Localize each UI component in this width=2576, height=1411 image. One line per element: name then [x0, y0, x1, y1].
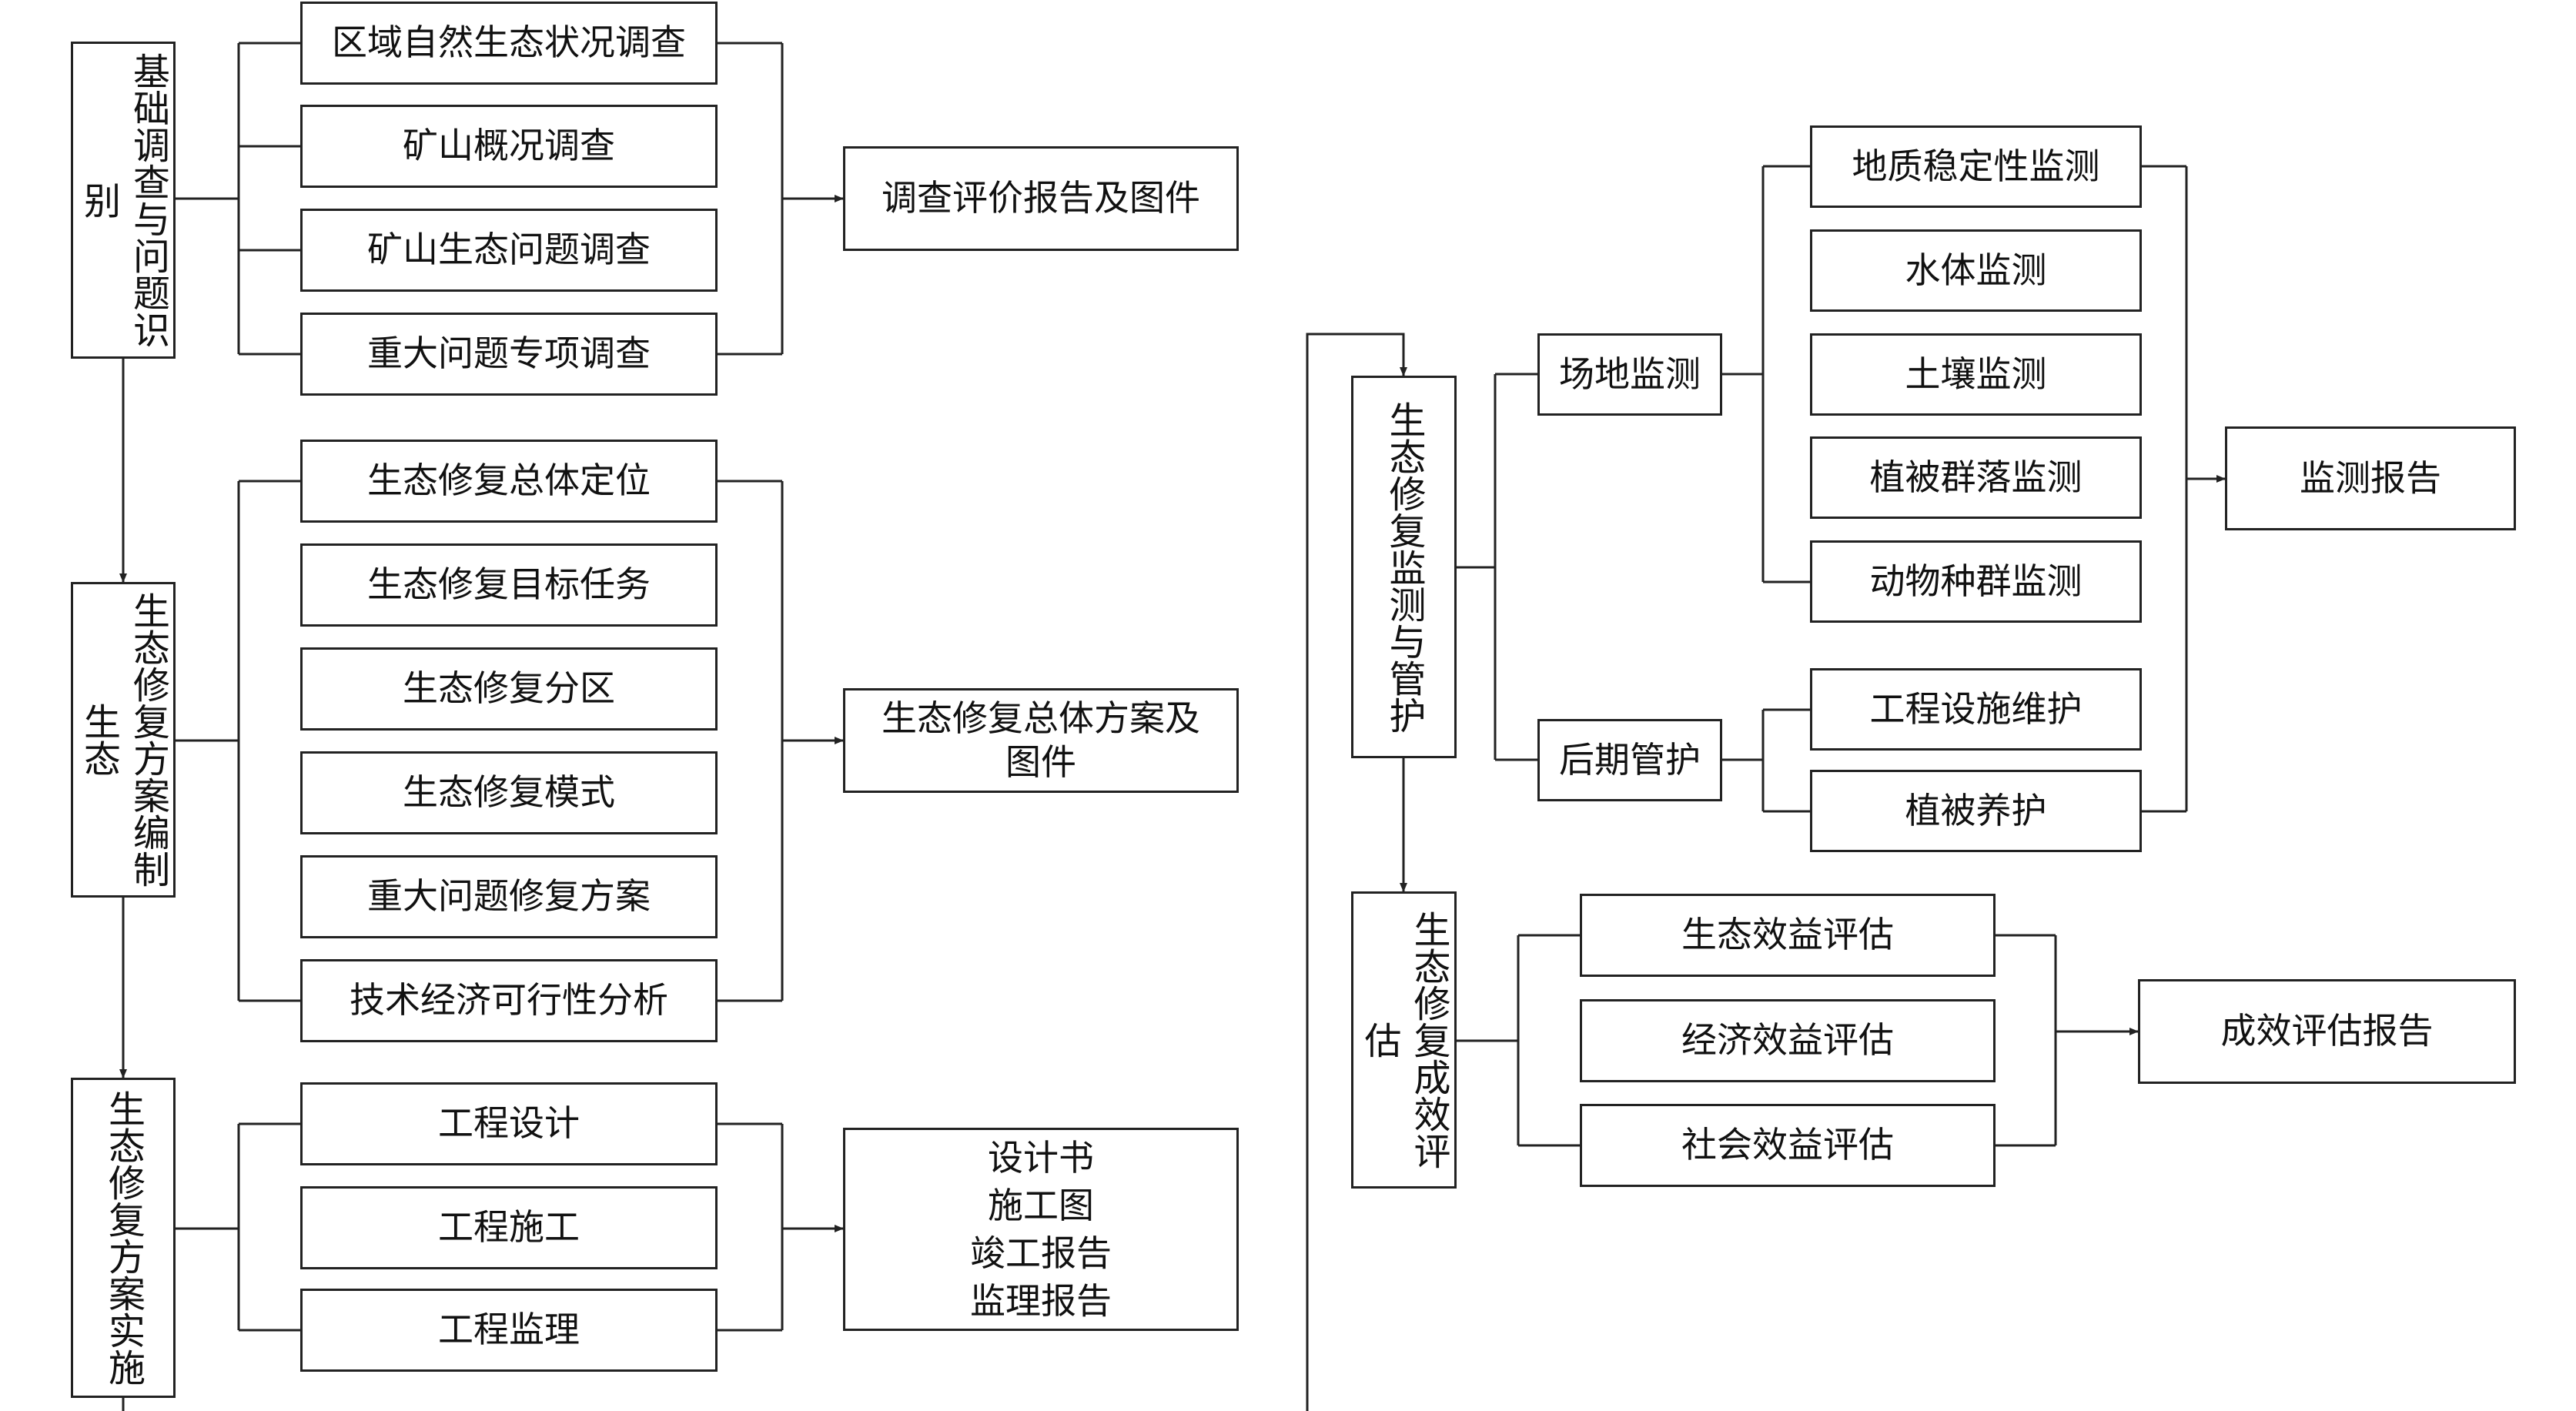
plan-item-6: 技术经济可行性分析 [300, 959, 718, 1042]
stage-monitor-care: 生态修复监测与管护 [1351, 376, 1457, 758]
evaluate-item-3: 社会效益评估 [1580, 1104, 1996, 1187]
basic-item-2: 矿山概况调查 [300, 105, 718, 188]
site-item-3: 土壤监测 [1810, 333, 2142, 416]
implement-item-2: 工程施工 [300, 1186, 718, 1269]
monitor-sub-care: 后期管护 [1537, 719, 1722, 801]
implement-item-1: 工程设计 [300, 1082, 718, 1165]
stage-evaluate: 生态修复成效评估 [1351, 891, 1457, 1189]
basic-output: 调查评价报告及图件 [843, 146, 1239, 251]
basic-item-4: 重大问题专项调查 [300, 313, 718, 396]
care-item-1: 工程设施维护 [1810, 668, 2142, 751]
monitor-output: 监测报告 [2225, 426, 2516, 530]
plan-item-3: 生态修复分区 [300, 647, 718, 731]
implement-item-3: 工程监理 [300, 1289, 718, 1372]
monitor-sub-site: 场地监测 [1537, 333, 1722, 416]
site-item-5: 动物种群监测 [1810, 540, 2142, 623]
stage-basic-survey: 基础调查与问题识别 [71, 42, 176, 359]
plan-item-1: 生态修复总体定位 [300, 440, 718, 523]
basic-item-1: 区域自然生态状况调查 [300, 2, 718, 85]
implement-output: 设计书 施工图 竣工报告 监理报告 [843, 1128, 1239, 1331]
plan-item-4: 生态修复模式 [300, 751, 718, 834]
evaluate-output: 成效评估报告 [2138, 979, 2516, 1084]
evaluate-item-1: 生态效益评估 [1580, 894, 1996, 977]
site-item-2: 水体监测 [1810, 229, 2142, 312]
plan-item-2: 生态修复目标任务 [300, 543, 718, 627]
site-item-1: 地质稳定性监测 [1810, 125, 2142, 208]
stage-plan-compile: 生态修复方案编制生态 [71, 582, 176, 898]
plan-item-5: 重大问题修复方案 [300, 855, 718, 938]
basic-item-3: 矿山生态问题调查 [300, 209, 718, 292]
site-item-4: 植被群落监测 [1810, 436, 2142, 519]
stage-implement: 生态修复方案实施 [71, 1078, 176, 1398]
evaluate-item-2: 经济效益评估 [1580, 999, 1996, 1082]
plan-output: 生态修复总体方案及 图件 [843, 688, 1239, 793]
care-item-2: 植被养护 [1810, 770, 2142, 852]
